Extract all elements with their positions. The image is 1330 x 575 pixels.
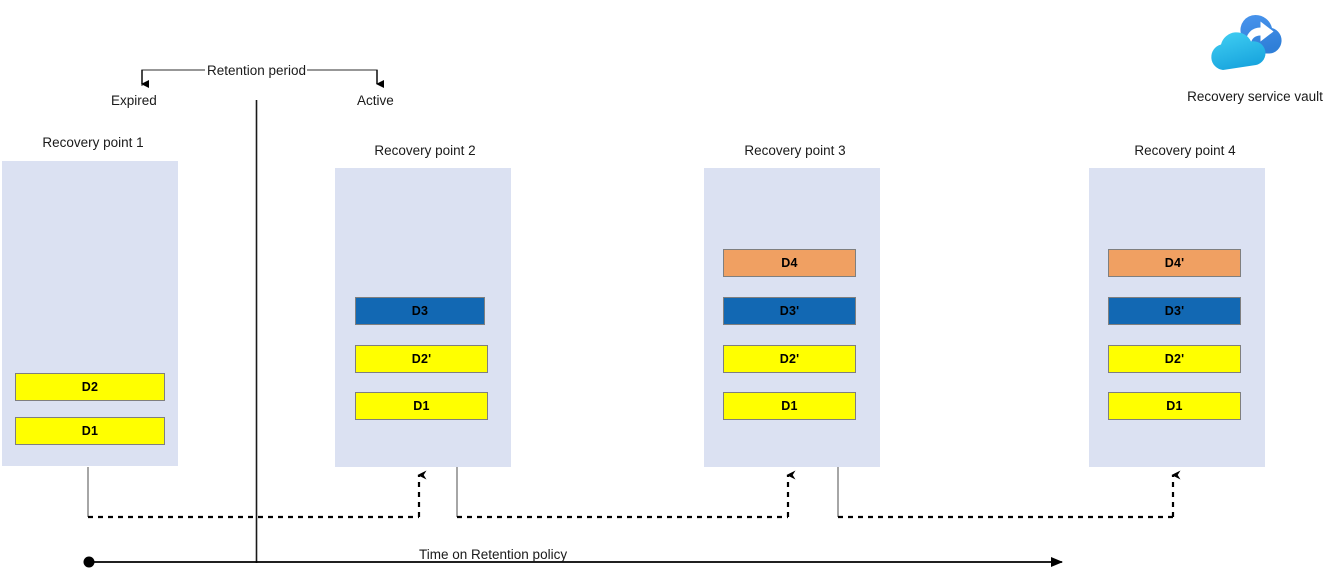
recovery-point-1-block-d1: D1 xyxy=(15,417,165,445)
recovery-point-3-block-d3p: D3' xyxy=(723,297,856,325)
recovery-service-vault-caption: Recovery service vault xyxy=(1187,89,1323,104)
active-label: Active xyxy=(357,93,394,108)
time-axis-label: Time on Retention policy xyxy=(419,547,568,562)
connector-rp1-to-rp2 xyxy=(87,467,427,519)
recovery-point-3-block-d4: D4 xyxy=(723,249,856,277)
recovery-point-1-container xyxy=(2,161,178,466)
recovery-point-2-block-d2p: D2' xyxy=(355,345,488,373)
time-axis xyxy=(83,556,1063,568)
recovery-point-4-block-d2p: D2' xyxy=(1108,345,1241,373)
recovery-service-vault-icon xyxy=(1205,2,1295,80)
recovery-point-4-block-d1: D1 xyxy=(1108,392,1241,420)
recovery-point-3-title: Recovery point 3 xyxy=(744,143,846,158)
recovery-point-2-block-d1: D1 xyxy=(355,392,488,420)
recovery-point-3-block-d2p: D2' xyxy=(723,345,856,373)
recovery-point-3-block-d1: D1 xyxy=(723,392,856,420)
connector-rp3-to-rp4 xyxy=(837,467,1181,519)
recovery-point-1-title: Recovery point 1 xyxy=(42,135,144,150)
recovery-point-4-block-d3p: D3' xyxy=(1108,297,1241,325)
retention-period-label: Retention period xyxy=(207,63,307,78)
recovery-point-2-block-d3: D3 xyxy=(355,297,485,325)
recovery-point-4-block-d4p: D4' xyxy=(1108,249,1241,277)
recovery-point-1-block-d2: D2 xyxy=(15,373,165,401)
recovery-point-4-title: Recovery point 4 xyxy=(1134,143,1236,158)
recovery-point-2-title: Recovery point 2 xyxy=(374,143,476,158)
connector-rp2-to-rp3 xyxy=(456,467,796,519)
expired-label: Expired xyxy=(111,93,157,108)
